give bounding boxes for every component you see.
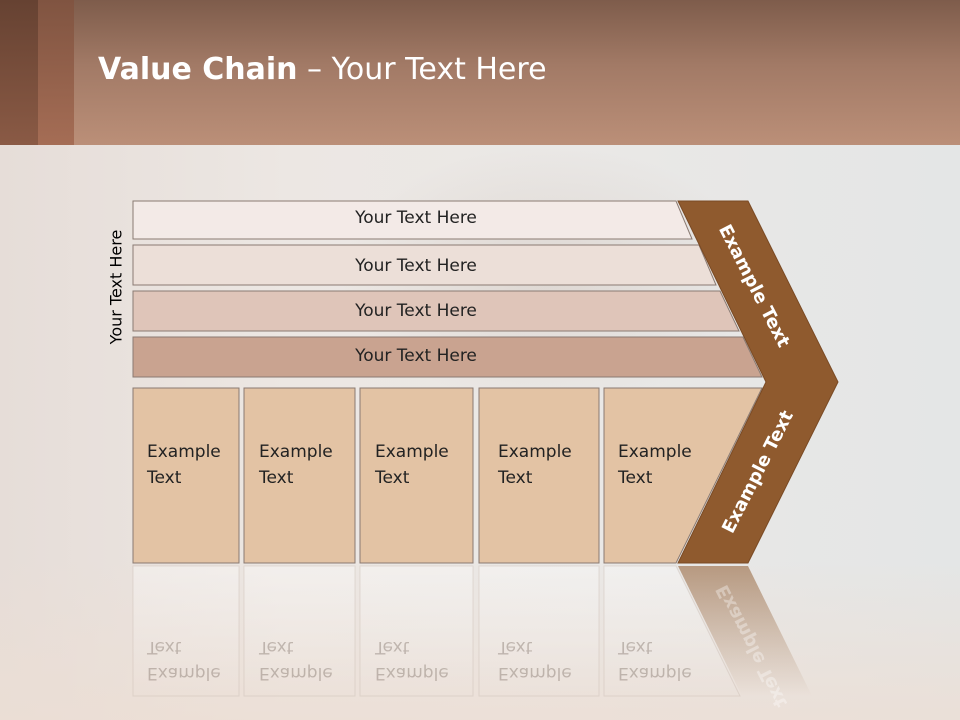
support-row-1 <box>132 200 693 240</box>
cell-line: Example <box>147 663 221 683</box>
cell-line: Text <box>375 468 410 488</box>
header-bar: Value Chain – Your Text Here <box>0 0 960 145</box>
support-row-4-label: Your Text Here <box>355 346 477 366</box>
activity-cell-1-label: Example Text <box>147 439 247 491</box>
cell-line: Text <box>259 468 294 488</box>
cell-line: Text <box>618 468 653 488</box>
cell-line: Example <box>618 442 692 462</box>
cell-line: Example <box>375 442 449 462</box>
reflection <box>243 565 356 697</box>
reflection <box>603 565 741 697</box>
cell-line: Example <box>375 663 449 683</box>
activity-cell-2 <box>243 387 356 564</box>
header-accent-strip <box>38 0 74 145</box>
cell-line: Example <box>259 663 333 683</box>
cell-line: Text <box>147 468 182 488</box>
cell-line: Text <box>147 637 182 657</box>
support-row-2-label: Your Text Here <box>355 256 477 276</box>
cell-line: Example <box>498 442 572 462</box>
margin-chevron <box>677 200 839 564</box>
cell-reflection-text: Example Text <box>375 634 475 686</box>
cell-line: Text <box>259 637 294 657</box>
page-title: Value Chain – Your Text Here <box>98 52 547 87</box>
support-row-2 <box>132 244 717 286</box>
activity-cell-5 <box>603 387 763 564</box>
cell-line: Text <box>618 637 653 657</box>
support-row-3 <box>132 290 740 332</box>
cell-reflection-text: Example Text <box>147 634 247 686</box>
activity-cell-3-label: Example Text <box>375 439 475 491</box>
reflection <box>132 565 240 697</box>
cell-line: Example <box>147 442 221 462</box>
header-accent-strip <box>0 0 38 145</box>
activity-cell-4-label: Example Text <box>498 439 598 491</box>
activity-cell-2-label: Example Text <box>259 439 359 491</box>
cell-reflection-text: Example Text <box>259 634 359 686</box>
cell-line: Example <box>618 663 692 683</box>
cell-line: Text <box>498 637 533 657</box>
cell-line: Text <box>375 637 410 657</box>
cell-line: Text <box>498 468 533 488</box>
cell-line: Example <box>259 442 333 462</box>
cell-reflection-text: Example Text <box>498 634 598 686</box>
activity-cell-1 <box>132 387 240 564</box>
chevron-reflection <box>678 566 812 696</box>
cell-reflection-text: Example Text <box>618 634 718 686</box>
title-rest: – Your Text Here <box>297 52 547 87</box>
support-row-1-label: Your Text Here <box>355 208 477 228</box>
support-row-3-label: Your Text Here <box>355 301 477 321</box>
cell-line: Example <box>498 663 572 683</box>
activity-cell-5-label: Example Text <box>618 439 718 491</box>
activity-cell-4 <box>478 387 600 564</box>
support-row-4 <box>132 336 763 378</box>
reflection <box>478 565 600 697</box>
activity-cell-3 <box>359 387 474 564</box>
reflection <box>359 565 474 697</box>
title-bold: Value Chain <box>98 52 298 87</box>
side-axis-label: Your Text Here <box>106 229 126 345</box>
